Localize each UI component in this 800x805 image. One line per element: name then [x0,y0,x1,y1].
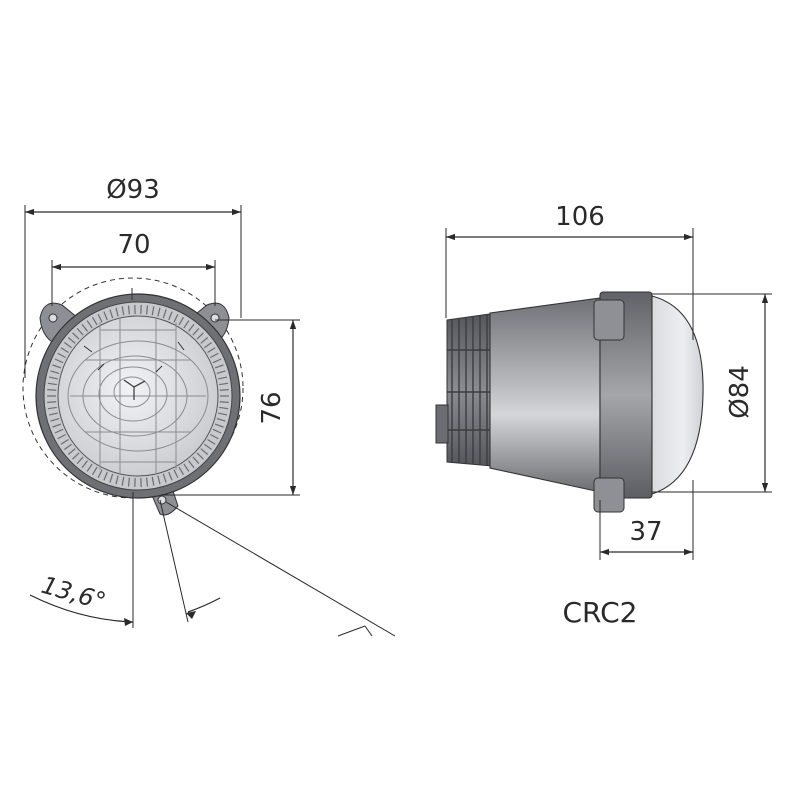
serration-tooth [47,402,56,403]
housing-body [490,298,600,492]
cooling-fins [447,314,492,466]
front-depth-label: 37 [629,517,662,547]
screw-hole-left [49,314,57,322]
lens-dome [652,296,703,494]
inner-width-label: 70 [117,230,150,260]
tilt-angle-label: 13,6° [38,571,109,616]
side-diameter-label: Ø84 [725,365,755,419]
screw-hole-right [211,314,219,322]
connector-stub [436,405,448,443]
model-label: CRC2 [563,596,638,629]
screw-hole-bottom [158,496,166,504]
angle-arrow-left [124,618,133,626]
leader-tick-1 [338,626,365,636]
serration-tooth [220,390,229,391]
serration-tooth [47,390,56,391]
mount-height-label: 76 [257,391,287,424]
rim-lug-bottom [594,478,624,512]
rim-lug-top [594,300,624,340]
serration-tooth [220,402,229,403]
side-view [436,292,703,512]
angle-arc-right [188,598,220,612]
front-view [23,278,243,515]
leader-line [166,502,395,636]
length-label: 106 [555,202,605,232]
leader-tick-2 [365,626,372,636]
angle-ref-tilted [160,500,188,622]
outer-diameter-label: Ø93 [106,175,160,205]
